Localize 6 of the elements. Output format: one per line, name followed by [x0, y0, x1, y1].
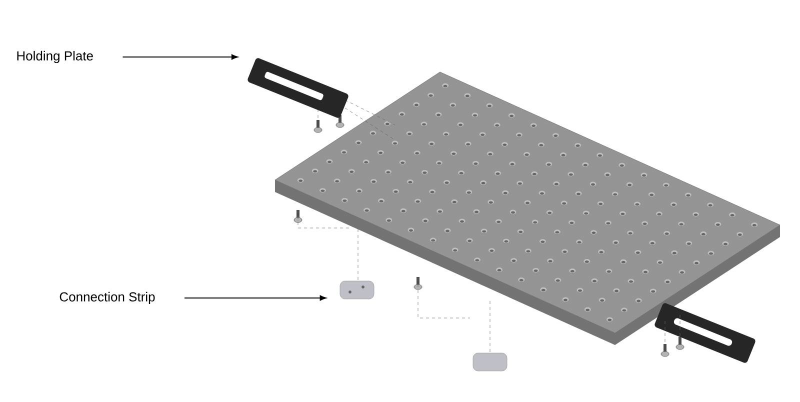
holding-plate-drawing [248, 58, 348, 118]
connection-strip-drawing [340, 280, 374, 300]
leader-arrow [122, 54, 238, 60]
leader-arrow [184, 295, 326, 301]
callout-label: Connection Strip [60, 292, 155, 304]
callout-label: Holding Plate [17, 50, 93, 64]
